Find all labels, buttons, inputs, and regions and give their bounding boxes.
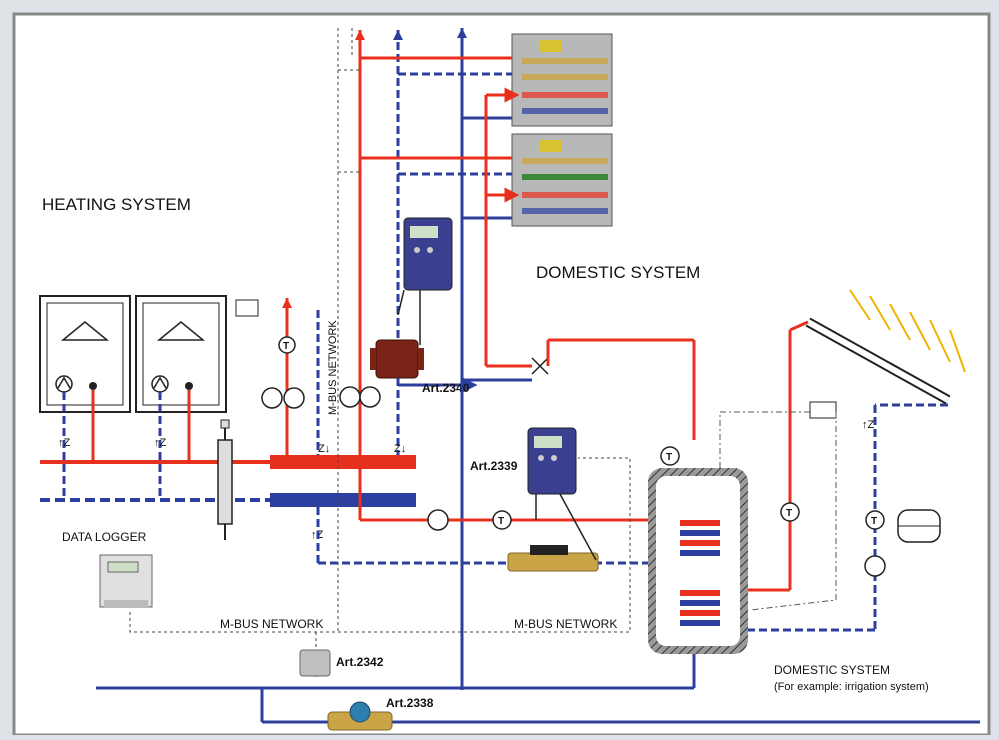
inverter-2340 [397, 217, 453, 345]
valve-z-2: ↑Z [154, 437, 167, 449]
art-2340-label: Art.2340 [422, 381, 470, 395]
boiler-1 [39, 295, 131, 413]
cold-feed [96, 590, 980, 731]
heating-circuit-right [339, 30, 478, 455]
solar-circuit [748, 320, 948, 632]
primary-circuit: T [316, 455, 650, 572]
art-2338-label: Art.2338 [386, 696, 434, 710]
svg-text:T: T [871, 516, 877, 527]
svg-text:T: T [666, 452, 672, 463]
control-lines [719, 411, 837, 611]
valve-z-3: Z↓ [318, 443, 330, 455]
valve-z-4: Z↓ [394, 443, 406, 455]
boiler-pipes [62, 390, 191, 500]
heating-system-label: HEATING SYSTEM [42, 195, 191, 214]
svg-text:T: T [498, 516, 504, 527]
manifold-2 [511, 133, 613, 227]
domestic-system-2-note: (For example: irrigation system) [774, 681, 929, 693]
inverter-2339 [527, 427, 597, 561]
valve-z-1: ↑Z [58, 437, 71, 449]
art-2342-label: Art.2342 [336, 655, 384, 669]
boiler-2 [135, 295, 227, 413]
mbus-bottom-right-label: M-BUS NETWORK [514, 617, 617, 631]
hydraulic-separator [217, 419, 233, 540]
mbus-vertical-label: M-BUS NETWORK [327, 320, 339, 415]
solar-collector [805, 289, 966, 405]
domestic-system-label: DOMESTIC SYSTEM [536, 263, 700, 282]
heating-headers [40, 455, 416, 507]
valve-z-6: ↑Z [862, 419, 875, 431]
mbus-bottom-left-label: M-BUS NETWORK [220, 617, 323, 631]
mbus-converter-2342 [299, 649, 331, 677]
domestic-system-2-label: DOMESTIC SYSTEM [774, 663, 890, 677]
domestic-hot-loop [462, 338, 696, 440]
svg-text:T: T [786, 508, 792, 519]
svg-text:T: T [283, 341, 289, 352]
data-logger [99, 554, 153, 608]
heating-circuit-left [235, 298, 320, 455]
art-2339-label: Art.2339 [470, 459, 518, 473]
storage-tank [648, 446, 748, 654]
manifold-feeds [360, 56, 520, 366]
manifold-1 [511, 33, 613, 127]
data-logger-label: DATA LOGGER [62, 530, 147, 544]
